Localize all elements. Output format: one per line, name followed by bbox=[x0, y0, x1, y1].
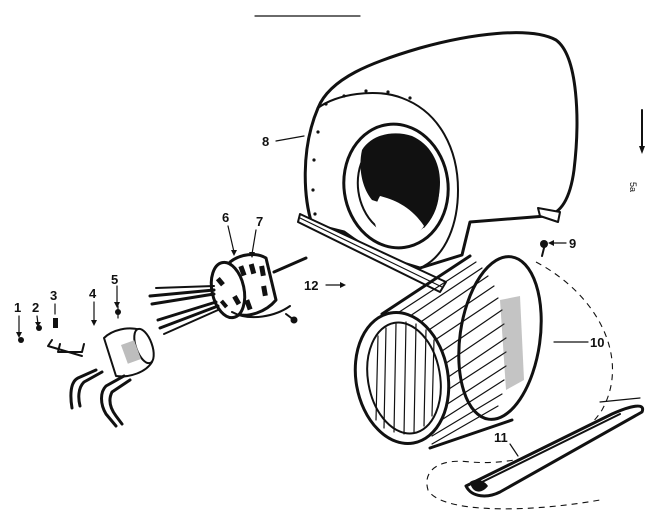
wheel-top-edge bbox=[380, 254, 472, 316]
cutoff-plate bbox=[464, 397, 645, 498]
callout-12: 12 bbox=[304, 278, 318, 293]
callout-7: 7 bbox=[256, 214, 263, 229]
callout-9: 9 bbox=[569, 236, 576, 251]
wheel-front-ring bbox=[353, 311, 451, 445]
wheel-back-ring bbox=[457, 255, 543, 421]
motor-vents bbox=[215, 263, 268, 311]
motor-lead-wires bbox=[148, 285, 220, 335]
fastener-2 bbox=[36, 325, 42, 331]
wheel-bottom-edge bbox=[428, 418, 514, 450]
blower-housing bbox=[297, 31, 579, 293]
corner-mark: 5a bbox=[628, 182, 638, 192]
housing-inlet-highlight bbox=[374, 196, 424, 242]
housing-body bbox=[303, 31, 579, 270]
callout-8: 8 bbox=[262, 134, 269, 149]
capacitor-bracket-right bbox=[100, 374, 126, 428]
blower-motor bbox=[148, 253, 308, 335]
housing-rivets bbox=[311, 89, 412, 216]
callout-leaders bbox=[16, 135, 589, 457]
callout-5: 5 bbox=[111, 272, 118, 287]
housing-rear-tab bbox=[537, 207, 561, 223]
callout-4: 4 bbox=[89, 286, 97, 301]
callout-10: 10 bbox=[590, 335, 604, 350]
callout-2: 2 bbox=[32, 300, 39, 315]
callout-11: 11 bbox=[494, 430, 508, 445]
callout-3: 3 bbox=[50, 288, 57, 303]
motor-mount-strap bbox=[231, 305, 291, 319]
fasteners-1-2-3 bbox=[18, 318, 58, 343]
wheel-inner-blades bbox=[375, 321, 435, 435]
callout-1: 1 bbox=[14, 300, 21, 315]
cutoff-body bbox=[464, 404, 645, 498]
capacitor-assembly bbox=[47, 305, 155, 428]
blower-wheel bbox=[353, 254, 543, 450]
callout-labels: 1 2 3 4 5 6 7 8 9 10 11 12 5a bbox=[14, 134, 638, 445]
housing-front-edge bbox=[317, 92, 459, 267]
fastener-3 bbox=[53, 318, 58, 328]
fastener-1 bbox=[18, 337, 24, 343]
housing-inlet-shadow bbox=[360, 133, 440, 228]
wheel-front-inner bbox=[366, 321, 442, 435]
motor-shaft bbox=[272, 256, 308, 274]
capacitor-bracket-left bbox=[69, 368, 98, 410]
callout-6: 6 bbox=[222, 210, 229, 225]
assembly-path-dash bbox=[426, 261, 614, 510]
set-screw-9 bbox=[540, 240, 548, 257]
